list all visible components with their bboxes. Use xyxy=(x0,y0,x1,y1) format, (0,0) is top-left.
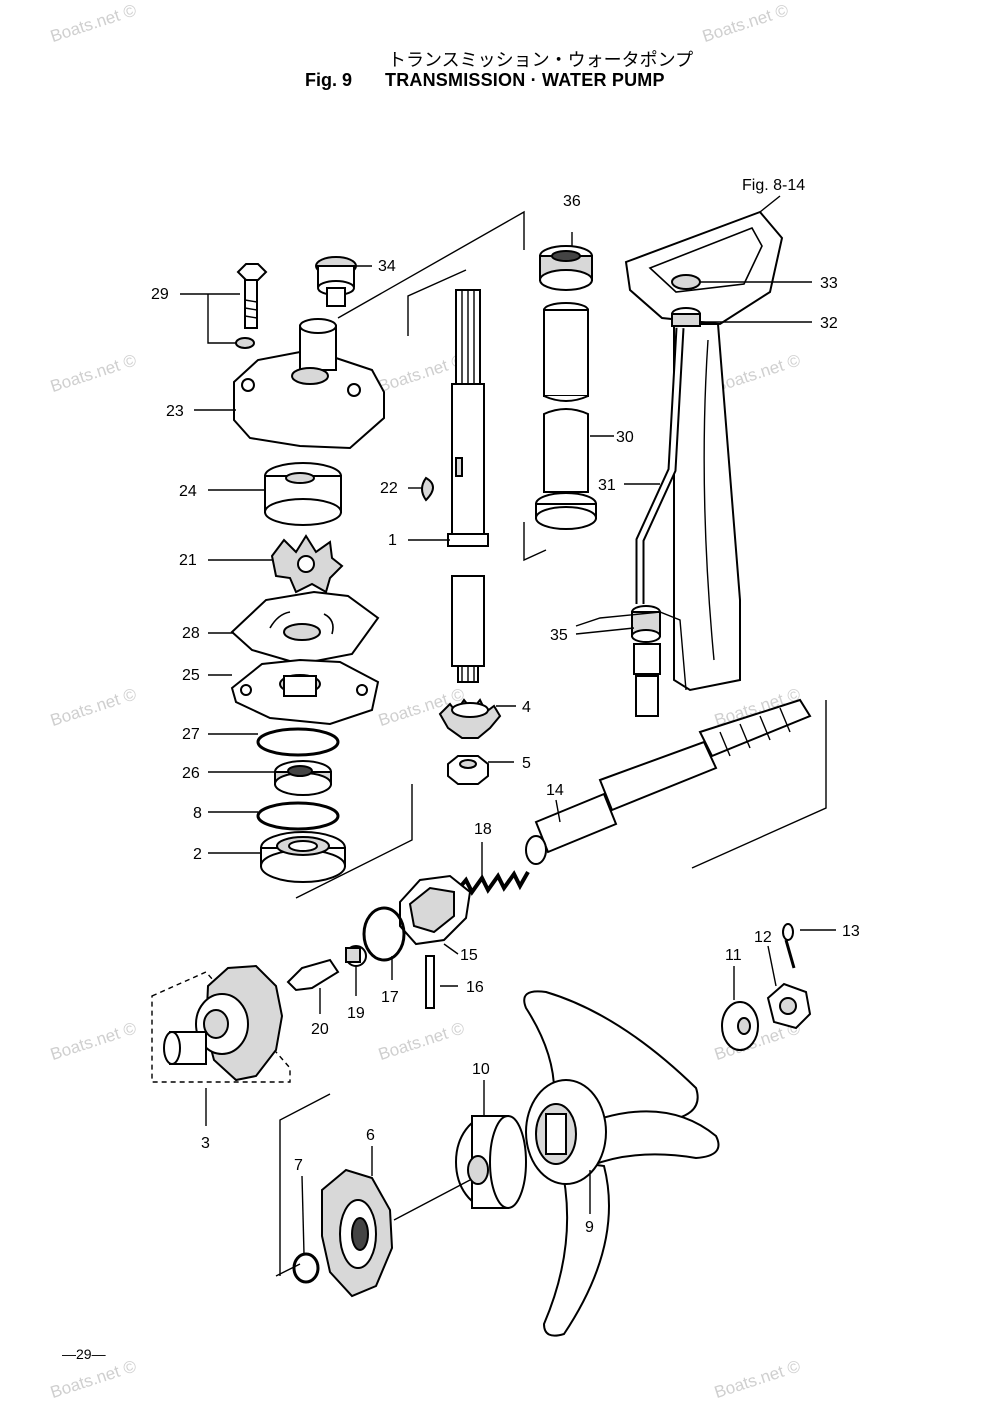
bolt-part-29 xyxy=(235,263,268,349)
callout-19: 19 xyxy=(347,1005,365,1022)
thrust-holder-part-10 xyxy=(455,1115,527,1209)
gearcase-housing-ref xyxy=(624,210,784,692)
callout-8: 8 xyxy=(193,805,202,822)
leader-lines xyxy=(180,195,836,1255)
callout-13: 13 xyxy=(842,923,860,940)
callout-28: 28 xyxy=(182,625,200,642)
thrust-ring-part-7 xyxy=(292,1252,320,1284)
impeller-part-21 xyxy=(270,534,344,594)
pin-part-16 xyxy=(425,955,435,1009)
callout-4: 4 xyxy=(522,699,531,716)
pipe-guide-part-34 xyxy=(315,256,357,307)
oil-seal-part-26 xyxy=(274,760,332,796)
callout-26: 26 xyxy=(182,765,200,782)
plate-part-28 xyxy=(230,590,380,666)
callout-5: 5 xyxy=(522,755,531,772)
pinion-part-4 xyxy=(438,698,502,739)
castle-nut-part-12 xyxy=(766,982,812,1030)
callout-17: 17 xyxy=(381,989,399,1006)
fig-reference: Fig. 8-14 xyxy=(742,177,805,194)
callout-23: 23 xyxy=(166,403,184,420)
grommet-part-33 xyxy=(671,274,701,290)
o-ring-part-17 xyxy=(362,906,406,962)
page-number: —29— xyxy=(62,1346,106,1362)
callout-3: 3 xyxy=(201,1135,210,1152)
callout-27: 27 xyxy=(182,726,200,743)
key-part-22 xyxy=(421,476,434,502)
english-title: TRANSMISSION · WATER PUMP xyxy=(385,70,665,90)
bracket-lines xyxy=(275,210,827,1277)
callout-16: 16 xyxy=(466,979,484,996)
pump-housing-part-23 xyxy=(233,318,385,450)
callout-12: 12 xyxy=(754,929,772,946)
gear-assembly-part-3 xyxy=(151,964,291,1083)
grommet-part-32 xyxy=(671,307,701,327)
o-ring-part-27 xyxy=(256,727,340,757)
callout-10: 10 xyxy=(472,1061,490,1078)
water-tube-part-30 xyxy=(535,302,597,530)
plunger-part-19 xyxy=(345,945,367,967)
callout-25: 25 xyxy=(182,667,200,684)
callout-1: 1 xyxy=(388,532,397,549)
callout-22: 22 xyxy=(380,480,398,497)
callout-30: 30 xyxy=(616,429,634,446)
callout-18: 18 xyxy=(474,821,492,838)
clutch-part-15 xyxy=(399,874,472,946)
propeller-part-9 xyxy=(523,990,720,1337)
callout-33: 33 xyxy=(820,275,838,292)
callout-9: 9 xyxy=(585,1219,594,1236)
callout-32: 32 xyxy=(820,315,838,332)
callout-11: 11 xyxy=(725,947,742,964)
impeller-liner-part-24 xyxy=(264,462,342,526)
callout-14: 14 xyxy=(546,782,564,799)
figure-number: Fig. 9 xyxy=(305,70,353,90)
callout-labels: 29 34 23 24 21 28 25 27 26 8 2 3 22 1 4 … xyxy=(151,177,860,1236)
callout-24: 24 xyxy=(179,483,197,500)
callout-20: 20 xyxy=(311,1021,329,1038)
callout-35: 35 xyxy=(550,627,568,644)
bearing-part-2 xyxy=(260,831,346,883)
callout-29: 29 xyxy=(151,286,169,303)
callout-36: 36 xyxy=(563,193,581,210)
forward-gear-part-6 xyxy=(321,1168,394,1298)
cotter-pin-part-13 xyxy=(782,923,796,969)
slider-part-20 xyxy=(286,958,340,992)
nut-part-5 xyxy=(447,755,489,785)
o-ring-part-8 xyxy=(256,801,340,831)
propeller-shaft-part-14 xyxy=(525,698,812,865)
grommet-part-36 xyxy=(539,245,593,291)
washer-part-11 xyxy=(721,1001,759,1051)
japanese-title: トランスミッション・ウォータポンプ xyxy=(388,50,694,71)
callout-7: 7 xyxy=(294,1157,303,1174)
grommet-part-35 xyxy=(631,605,661,643)
callout-2: 2 xyxy=(193,846,202,863)
drive-shaft-part-1 xyxy=(447,289,489,683)
water-pipe-part-31 xyxy=(633,327,685,717)
callout-34: 34 xyxy=(378,258,396,275)
pump-case-part-25 xyxy=(230,658,380,726)
callout-6: 6 xyxy=(366,1127,375,1144)
callout-15: 15 xyxy=(460,947,478,964)
callout-31: 31 xyxy=(598,477,616,494)
callout-21: 21 xyxy=(179,552,197,569)
spring-part-18 xyxy=(454,870,530,896)
